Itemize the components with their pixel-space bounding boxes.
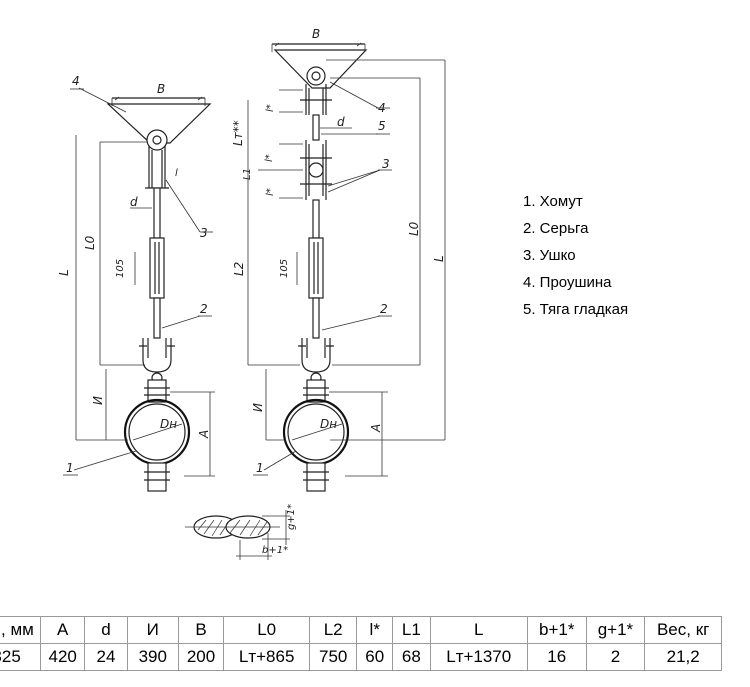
table-header-cell: B: [177, 616, 225, 644]
table-cell: 200: [177, 643, 225, 671]
detail-dim-g: g+1*: [286, 504, 297, 530]
table-row: 325 420 24 390 200 Lт+865 750 60 68 Lт+1…: [0, 643, 722, 671]
table-cell: Lт+865: [223, 643, 310, 671]
left-dim-l0: L0: [83, 235, 97, 250]
table-header-cell: Dн, мм: [0, 616, 42, 644]
table-cell: 2: [585, 643, 646, 671]
right-callout-1: 1: [256, 461, 264, 475]
left-callout-2: 2: [200, 302, 208, 316]
assembly-drawing: B 4 l 3 d 105 2: [57, 27, 446, 560]
table-header-cell: b+1*: [526, 616, 587, 644]
table-cell: 390: [126, 643, 179, 671]
legend-item: 4. Проушина: [523, 274, 612, 291]
right-dim-lt: Lт**: [231, 120, 245, 146]
table-header-cell: L1: [392, 616, 431, 644]
right-dim-105: 105: [279, 259, 290, 278]
right-callout-2: 2: [380, 302, 388, 316]
right-callout-3: 3: [382, 157, 390, 171]
table-header-cell: d: [84, 616, 128, 644]
table-cell: 420: [40, 643, 86, 671]
table-header-cell: И: [126, 616, 179, 644]
legend-item: 2. Серьга: [523, 220, 589, 237]
table-header-cell: L2: [308, 616, 358, 644]
left-dim-b: B: [157, 82, 165, 96]
table-cell: 60: [356, 643, 394, 671]
left-dim-a: A: [197, 430, 211, 439]
right-dim-a: A: [369, 424, 383, 433]
right-dim-l1: L1: [242, 168, 253, 180]
left-dim-105: 105: [115, 259, 126, 278]
table-header-cell: Вес, кг: [644, 616, 722, 644]
table-cell: 750: [308, 643, 358, 671]
spec-table: Dн, мм A d И B L0 L2 l* L1 L b+1* g+1* В…: [0, 616, 722, 671]
legend-item: 5. Тяга гладкая: [523, 301, 629, 318]
table-header-cell: L0: [223, 616, 310, 644]
table-cell: 21,2: [644, 643, 722, 671]
right-dim-l-star-mid: l*: [264, 154, 275, 162]
left-dim-l-small: l: [175, 168, 178, 179]
legend-item: 3. Ушко: [523, 247, 576, 264]
right-dim-l2: L2: [232, 262, 246, 276]
table-cell: Lт+1370: [429, 643, 528, 671]
table-cell: 68: [392, 643, 431, 671]
legend-list: 1. Хомут 2. Серьга 3. Ушко 4. Проушина 5…: [523, 188, 628, 323]
left-view: B 4 l 3 d 105 2: [57, 74, 215, 492]
right-dim-i: И: [251, 403, 265, 412]
detail-dim-b: b+1*: [262, 545, 288, 556]
table-header-cell: l*: [356, 616, 394, 644]
right-view: B 4 l* d 5 Lт** l* L1 l* 3: [231, 27, 446, 492]
table-header-cell: L: [429, 616, 528, 644]
left-dim-l: L: [57, 269, 71, 276]
right-callout-5: 5: [378, 119, 386, 133]
right-dim-l: L: [432, 255, 446, 262]
right-dim-dn: Dн: [320, 417, 337, 431]
right-dim-l0: L0: [407, 221, 421, 236]
chain-detail: b+1* g+1*: [185, 504, 297, 560]
table-cell: 325: [0, 643, 42, 671]
legend-item: 1. Хомут: [523, 193, 583, 210]
left-dim-i: И: [91, 396, 105, 405]
right-dim-l-star-low: l*: [265, 188, 276, 196]
table-cell: 16: [526, 643, 587, 671]
left-callout-1: 1: [66, 461, 74, 475]
right-dim-b: B: [312, 27, 320, 41]
left-callout-4: 4: [72, 74, 80, 88]
table-cell: 24: [84, 643, 128, 671]
table-header-row: Dн, мм A d И B L0 L2 l* L1 L b+1* g+1* В…: [0, 616, 722, 644]
left-dim-dn: Dн: [160, 417, 177, 431]
left-dim-d: d: [130, 195, 138, 209]
right-dim-d: d: [337, 115, 345, 129]
left-callout-3: 3: [200, 226, 208, 240]
table-header-cell: A: [40, 616, 86, 644]
table-header-cell: g+1*: [585, 616, 646, 644]
right-dim-l-star-top: l*: [265, 104, 276, 112]
left-lug: [106, 103, 212, 144]
